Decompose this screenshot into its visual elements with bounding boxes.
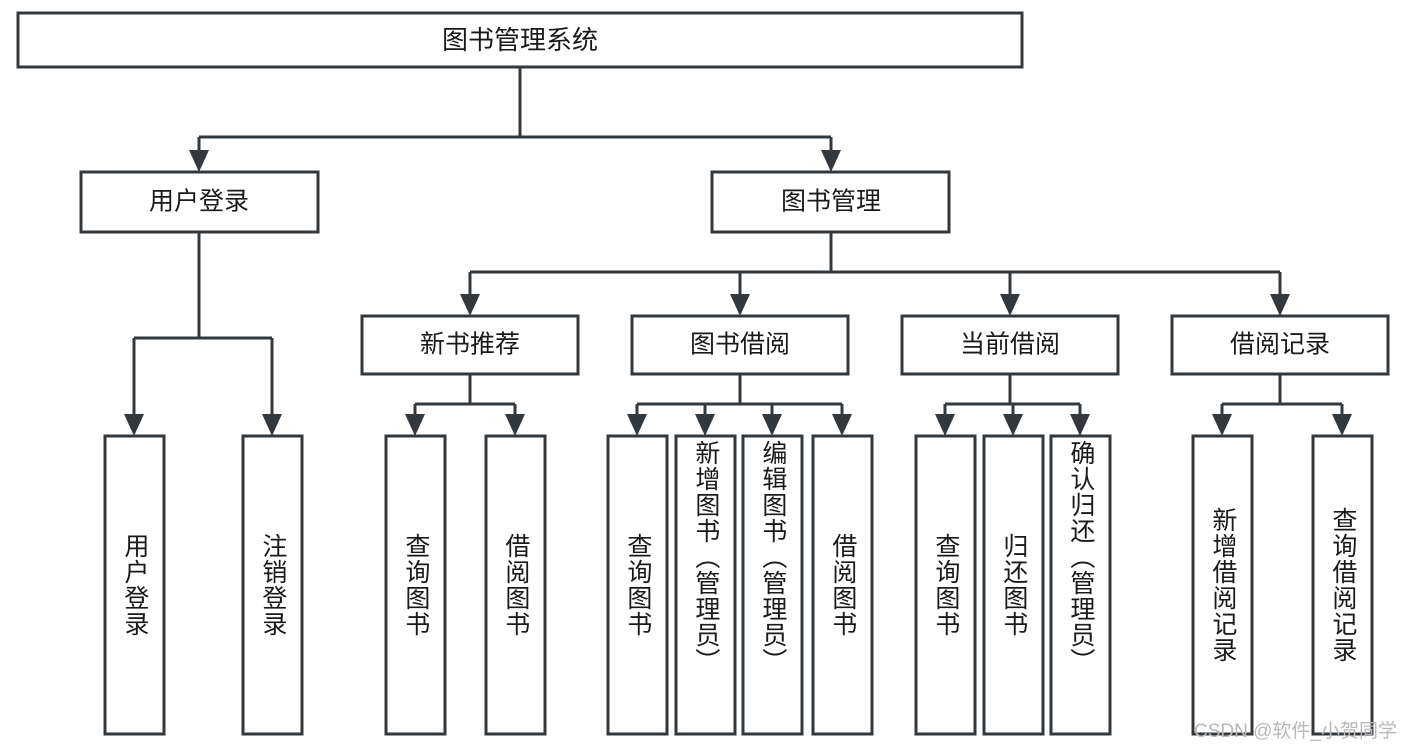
- arrow-bb-leaf-4: [832, 414, 852, 436]
- arrow-br-leaf-2: [1332, 414, 1352, 436]
- arrow-to-current-borrow: [1000, 294, 1020, 316]
- connector-user-login-to-leaves: [132, 232, 274, 416]
- leaf-box-bb-borrow[interactable]: [811, 434, 874, 736]
- node-book-manage-label: 图书管理: [781, 188, 881, 216]
- node-user-login-label: 用户登录: [149, 188, 249, 216]
- leaf-box-br-add[interactable]: [1191, 434, 1254, 736]
- node-book-borrow-box[interactable]: [630, 314, 850, 376]
- arrow-to-borrow-record: [1270, 294, 1290, 316]
- connector-current-borrow-to-leaves: [943, 374, 1082, 416]
- arrow-cb-leaf-1: [935, 414, 955, 436]
- leaf-box-logout[interactable]: [241, 434, 304, 736]
- leaf-box-user-login[interactable]: [103, 434, 166, 736]
- arrow-nb-leaf-1: [405, 414, 425, 436]
- arrow-to-leaf-logout: [262, 414, 282, 436]
- arrow-bb-leaf-2: [695, 414, 715, 436]
- connector-root-to-level2: [197, 67, 833, 152]
- leaf-box-cb-confirm[interactable]: [1049, 434, 1112, 736]
- node-borrow-record-box[interactable]: [1170, 314, 1390, 376]
- arrow-nb-leaf-2: [505, 414, 525, 436]
- connector-book-manage-to-level3: [468, 232, 1282, 296]
- node-root-box[interactable]: [16, 11, 1024, 69]
- arrow-to-book-borrow: [730, 294, 750, 316]
- arrow-bb-leaf-3: [762, 414, 782, 436]
- node-book-borrow-label: 图书借阅: [690, 331, 790, 359]
- node-current-borrow-label: 当前借阅: [960, 331, 1060, 359]
- leaf-box-cb-query[interactable]: [914, 434, 977, 736]
- arrow-bb-leaf-1: [627, 414, 647, 436]
- leaf-box-bb-edit[interactable]: [741, 434, 804, 736]
- node-root-label: 图书管理系统: [442, 25, 598, 55]
- connector-borrow-record-to-leaves: [1220, 374, 1344, 416]
- connector-new-book-to-leaves: [413, 374, 517, 416]
- arrow-to-new-book: [460, 294, 480, 316]
- node-user-login-box[interactable]: [79, 170, 320, 234]
- node-borrow-record-label: 借阅记录: [1230, 331, 1330, 359]
- connector-book-borrow-to-leaves: [635, 374, 844, 416]
- leaf-box-br-query[interactable]: [1311, 434, 1374, 736]
- leaf-box-bb-query[interactable]: [606, 434, 669, 736]
- leaf-box-nb-query[interactable]: [384, 434, 447, 736]
- node-current-borrow-box[interactable]: [900, 314, 1120, 376]
- nodes-layer: 图书管理系统 用户登录 图书管理 新书推荐 图书借阅 当前借阅 借阅记录: [16, 11, 1390, 736]
- node-book-manage-box[interactable]: [710, 170, 951, 234]
- node-new-book-box[interactable]: [360, 314, 580, 376]
- leaf-box-cb-return[interactable]: [982, 434, 1045, 736]
- arrow-to-user-login: [189, 150, 209, 172]
- connectors-layer: [124, 67, 1352, 436]
- arrow-cb-leaf-3: [1070, 414, 1090, 436]
- watermark-text: CSDN @软件_小贺同学: [1194, 721, 1397, 742]
- node-new-book-label: 新书推荐: [420, 331, 520, 359]
- arrow-cb-leaf-2: [1003, 414, 1023, 436]
- arrow-to-leaf-user-login: [124, 414, 144, 436]
- leaf-box-bb-add[interactable]: [674, 434, 737, 736]
- leaf-box-nb-borrow[interactable]: [484, 434, 547, 736]
- arrow-to-book-manage: [821, 150, 841, 172]
- arrow-br-leaf-1: [1212, 414, 1232, 436]
